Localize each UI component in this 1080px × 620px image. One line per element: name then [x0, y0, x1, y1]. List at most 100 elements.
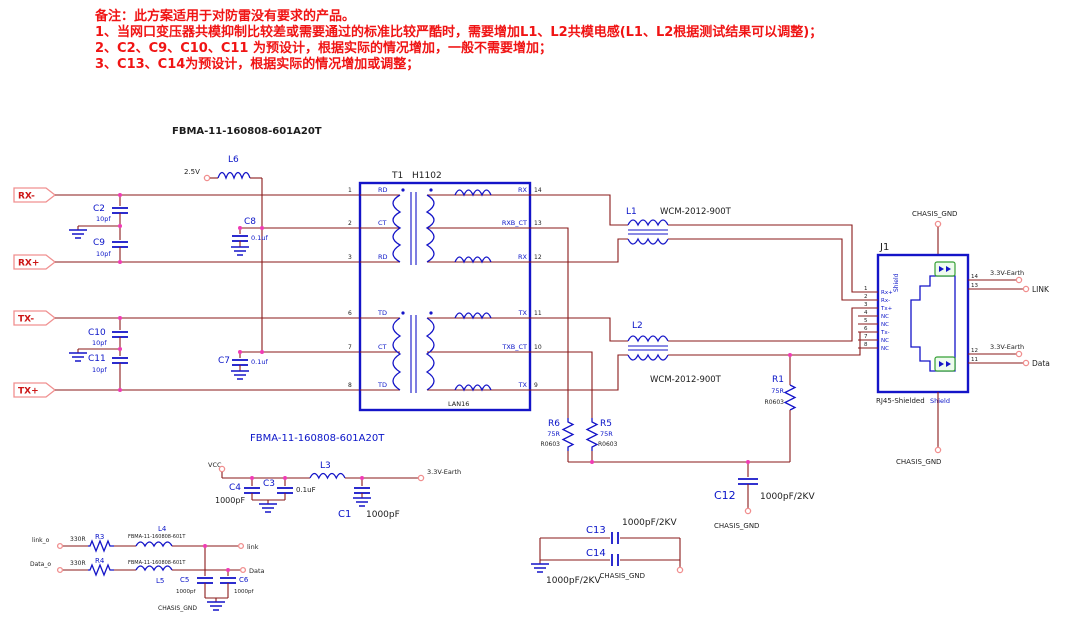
t1-internal-wiring [360, 194, 530, 391]
cap-c10-c11-block: C10 10pf C11 10pf [69, 318, 128, 390]
l5-inductor-symbol [135, 565, 173, 572]
junction-dot [238, 350, 242, 354]
c6-ref: C6 [239, 576, 249, 584]
t1-pin-name: RD [378, 253, 388, 261]
t1-tx-winding-symbol [392, 311, 492, 393]
note-line-1: 1、当网口变压器共模抑制比较差或需要通过的标准比较严酷时，需要增加L1、L2共模… [95, 24, 822, 40]
l4-part: FBMA-11-160808-601T [128, 534, 186, 540]
j1-left-pins: 1 2 3 4 5 6 7 8 Rx+ Rx- Tx+ NC NC Tx- NC… [858, 286, 893, 352]
vcc-tap-icon [218, 465, 226, 473]
j1-pin-number: 1 [864, 286, 868, 292]
junction-dot [238, 226, 242, 230]
port-arrow-icon [13, 254, 57, 270]
c3-ref: C3 [263, 479, 275, 489]
r4-ref: R4 [95, 557, 105, 565]
c4-ref: C4 [229, 483, 241, 493]
junction-dot [118, 260, 122, 264]
junction-dot [203, 544, 207, 548]
note-line-2: 2、C2、C9、C10、C11 为预设计，根据实际的情况增加，一般不需要增加； [95, 40, 552, 56]
link-net-label: LINK [1032, 285, 1050, 294]
data-tap-icon [1022, 359, 1030, 367]
j1-pin-number: 14 [971, 274, 978, 280]
chasis-gnd-label: CHASIS_GND [600, 572, 645, 580]
port-label: RX- [18, 192, 35, 202]
data-tap-icon [239, 566, 247, 574]
t1-package: LAN16 [448, 400, 469, 408]
j1-pin-name: Rx+ [881, 290, 893, 296]
v25-label: 2.5V [184, 168, 200, 176]
c1-ref: C1 [338, 509, 351, 520]
j1-pin-number: 4 [864, 310, 868, 316]
t1-pin-name: TX [518, 309, 528, 317]
j1-pin-number: 6 [864, 326, 868, 332]
l2-part: WCM-2012-900T [650, 375, 722, 385]
c10-value: 10pf [92, 339, 107, 347]
c11-ref: C11 [88, 354, 106, 364]
r6-package: R0603 [541, 441, 561, 448]
c7-value: 0.1uf [251, 358, 268, 366]
r4-resistor-symbol [88, 563, 114, 577]
c10-ref: C10 [88, 328, 106, 338]
t1-pin-number: 8 [348, 382, 352, 389]
c3-value: 0.1uF [296, 486, 316, 494]
t1-pin-number: 14 [534, 187, 542, 194]
c13-ref: C13 [586, 525, 606, 536]
t1-ref: T1 [391, 171, 403, 181]
j1-pin-number: 12 [971, 348, 978, 354]
l6-inductor-symbol [217, 171, 251, 180]
center-tap-supply-block: FBMA-11-160808-601A20T L6 2.5V C8 0.1uf … [172, 126, 360, 380]
j1-pin-number: 13 [971, 283, 978, 289]
t1-pin-number: 11 [534, 310, 542, 317]
port-rx-minus: RX- [13, 187, 360, 203]
r1-value: 75R [771, 387, 784, 395]
t1-transformer: T1 H1102 LAN16 1 2 3 6 7 8 14 13 12 11 1… [348, 171, 542, 412]
c14-value: 1000pF/2KV [546, 576, 601, 586]
junction-dot [118, 224, 122, 228]
link-o-label: link_o [32, 537, 50, 544]
j1-shield-label: Shield [930, 397, 950, 405]
junction-dot [283, 476, 287, 480]
junction-dot [118, 388, 122, 392]
t1-pin-name: CT [378, 219, 387, 227]
c8-ref: C8 [244, 217, 256, 227]
chasis-gnd-label: CHASIS_GND [896, 458, 941, 466]
earth-tap-icon [417, 474, 425, 482]
j1-pin-name: NC [881, 338, 889, 344]
junction-dot [118, 193, 122, 197]
port-arrow-icon [13, 310, 57, 326]
earth-net-label: 3.3V-Earth [990, 343, 1024, 351]
j1-pin-number: 7 [864, 334, 868, 340]
r1-resistor-symbol [783, 384, 797, 411]
c1-value: 1000pF [366, 510, 400, 520]
note-title: 备注：此方案适用于对防雷没有要求的产品。 [94, 8, 355, 24]
data-o-tap-icon [56, 566, 64, 574]
t1-pin-number: 1 [348, 187, 352, 194]
t1-pin-name: RD [378, 186, 388, 194]
l2-common-mode-choke: L2 WCM-2012-900T [627, 321, 722, 385]
port-rx-plus: RX+ [13, 254, 360, 270]
j1-rj45-connector: CHASIS_GND J1 RJ45-Shielded Shield Shiel… [858, 210, 1050, 466]
c13-c14-block: C13 1000pF/2KV C14 1000pF/2KV CHASIS_GND [531, 518, 684, 586]
junction-dots [118, 193, 792, 572]
earth-net-label: 3.3V-Earth [427, 468, 461, 476]
ground-icon [353, 497, 371, 507]
t1-outline [358, 181, 532, 412]
r5-ref: R5 [600, 419, 612, 429]
data-net-label: Data [1032, 359, 1050, 368]
j1-pin-name: Tx- [880, 330, 890, 336]
port-label: TX+ [18, 387, 39, 397]
ground-icon [69, 229, 87, 239]
t1-rx-winding-symbol [392, 188, 492, 265]
j1-pin-number: 3 [864, 302, 868, 308]
j1-pin-name: Tx+ [880, 306, 893, 312]
port-arrow-icon [13, 187, 57, 203]
t1-pin-name: RXB_CT [502, 219, 527, 227]
junction-dot [226, 568, 230, 572]
c12-block: C12 1000pF/2KV CHASIS_GND [714, 462, 815, 530]
chassis-tap-icon [744, 507, 752, 515]
j1-pin-name: Rx- [881, 298, 890, 304]
l3-inductor-symbol [309, 472, 346, 480]
c8-value: 0.1uf [251, 234, 268, 242]
termination-resistors: R6 75R R0603 R5 75R R0603 R1 75R R0603 [541, 355, 797, 463]
r6-ref: R6 [548, 419, 560, 429]
